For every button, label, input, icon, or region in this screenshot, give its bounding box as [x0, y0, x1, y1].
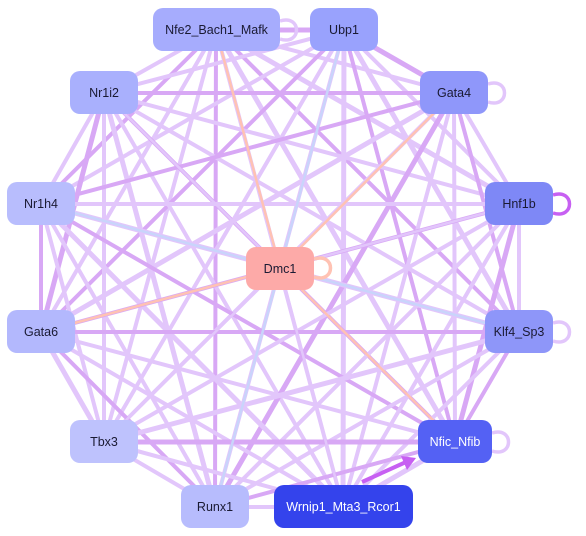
node-wrnip1-mta3-rcor1[interactable]: Wrnip1_Mta3_Rcor1 — [274, 485, 413, 528]
node-label: Gata4 — [436, 85, 472, 100]
node-label: Ubp1 — [329, 22, 359, 37]
edge-runx1-dmc1 — [213, 266, 282, 509]
edge-gata6-dmc1 — [39, 266, 282, 334]
self-loop-klf4 — [552, 320, 572, 344]
self-loop-nfe2 — [279, 18, 299, 42]
edge-nr1h4-dmc1 — [39, 202, 282, 270]
edge-gata4-gata6 — [38, 90, 457, 335]
self-loop-nfic — [491, 430, 511, 454]
node-ubp1[interactable]: Ubp1 — [310, 8, 378, 51]
edge-wrnip1-nfic — [361, 460, 407, 484]
edge-ubp1-dmc1 — [278, 28, 346, 270]
node-nr1h4[interactable]: Nr1h4 — [7, 182, 75, 225]
node-nfic-nfib[interactable]: Nfic_Nfib — [418, 420, 492, 463]
node-label: Nfic_Nfib — [429, 434, 481, 449]
edge-wrnip1-dmc1 — [278, 266, 345, 509]
node-klf4-sp3[interactable]: Klf4_Sp3 — [485, 310, 553, 353]
edge-nfe2-nfic — [213, 27, 458, 445]
self-loop-dmc1 — [313, 256, 333, 280]
edge-ubp1-tbx3 — [102, 28, 346, 444]
node-label: Nfe2_Bach1_Mafk — [165, 22, 268, 37]
self-loop-hnf1b — [552, 192, 572, 216]
node-tbx3[interactable]: Tbx3 — [70, 420, 138, 463]
node-label: Gata6 — [23, 324, 59, 339]
node-runx1[interactable]: Runx1 — [181, 485, 249, 528]
node-label: Wrnip1_Mta3_Rcor1 — [286, 499, 401, 514]
edge-nr1h4-nfic — [39, 202, 457, 444]
node-hnf1b[interactable]: Hnf1b — [485, 182, 553, 225]
node-dmc1[interactable]: Dmc1 — [246, 247, 314, 290]
node-nr1i2[interactable]: Nr1i2 — [70, 71, 138, 114]
edge-nfe2-runx1 — [213, 28, 218, 509]
edge-hnf1b-tbx3 — [102, 202, 521, 444]
node-label: Runx1 — [196, 499, 234, 514]
node-label: Tbx3 — [90, 434, 118, 449]
edge-nr1i2-wrnip1 — [102, 91, 345, 509]
self-loop-gata4 — [487, 81, 507, 105]
node-label: Hnf1b — [502, 196, 536, 211]
edge-tbx3-dmc1 — [102, 266, 282, 444]
edge-ubp1-wrnip1 — [340, 27, 347, 510]
node-gata4[interactable]: Gata4 — [420, 71, 488, 114]
node-label: Nr1i2 — [89, 85, 119, 100]
edge-gata4-runx1 — [212, 90, 457, 510]
node-label: Dmc1 — [263, 261, 297, 276]
edge-nfic-dmc1 — [278, 266, 457, 444]
edge-nr1i2-klf4 — [102, 91, 521, 334]
node-nfe2-bach1-mafk[interactable]: Nfe2_Bach1_Mafk — [153, 8, 280, 51]
node-gata6[interactable]: Gata6 — [7, 310, 75, 353]
edge-nr1i2-dmc1 — [102, 91, 282, 270]
node-label: Klf4_Sp3 — [493, 324, 545, 339]
edge-klf4-runx1 — [213, 330, 521, 509]
arrowhead — [401, 456, 416, 470]
edge-gata4-dmc1 — [278, 91, 456, 270]
edge-nfe2-dmc1 — [214, 28, 282, 270]
node-label: Nr1h4 — [23, 196, 59, 211]
